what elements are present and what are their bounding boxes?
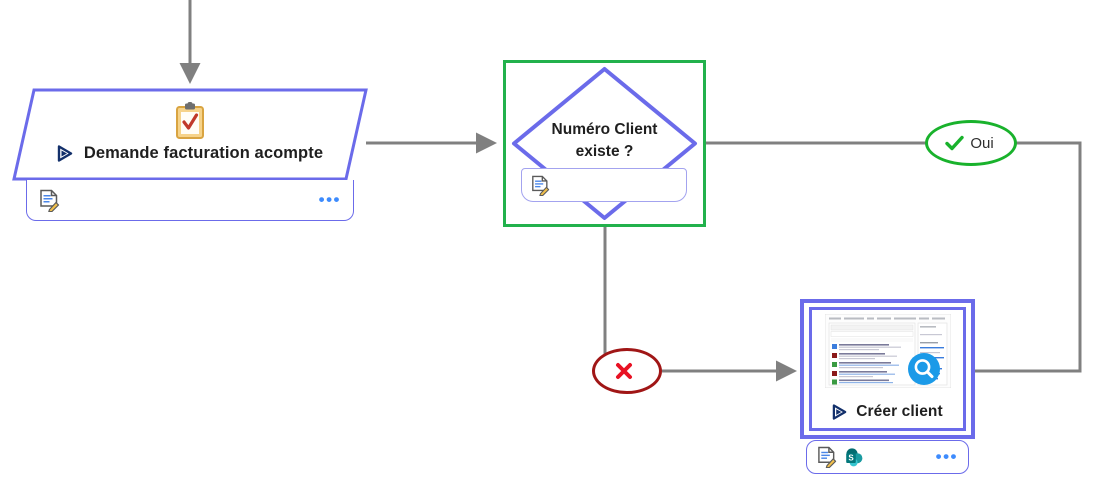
play-triangle-icon xyxy=(57,145,73,162)
node-creer-client-label: Créer client xyxy=(856,403,943,420)
node-creer-client-footer[interactable]: S ••• xyxy=(806,440,969,474)
svg-text:S: S xyxy=(848,454,854,463)
node-demande-label: Demande facturation acompte xyxy=(83,144,324,162)
creer-client-body[interactable]: Créer client xyxy=(809,307,966,431)
node-demande-footer-icons xyxy=(39,189,60,212)
clipboard-check-icon xyxy=(176,102,204,139)
node-numero-client-existe[interactable]: Numéro Client existe ? xyxy=(503,60,706,227)
node-creer-client-footer-icons: S xyxy=(817,446,864,468)
connector-oui-to-merge xyxy=(975,141,1082,373)
node-creer-client[interactable]: Créer client S xyxy=(800,299,975,475)
node-decision-footer-icons xyxy=(531,175,550,196)
node-demande-facturation-acompte[interactable]: Demande facturation acompte ••• xyxy=(12,88,368,222)
screenshot-thumbnail[interactable] xyxy=(824,314,951,388)
decision-label: Numéro Client existe ? xyxy=(503,119,706,163)
node-demande-overflow-menu[interactable]: ••• xyxy=(318,190,341,209)
document-edit-icon[interactable] xyxy=(531,175,550,196)
document-edit-icon[interactable] xyxy=(39,189,60,212)
node-demande-footer[interactable]: ••• xyxy=(26,180,354,221)
check-icon xyxy=(945,135,965,150)
node-decision-footer[interactable] xyxy=(521,168,687,202)
node-creer-client-overflow-menu[interactable]: ••• xyxy=(935,447,958,466)
branch-label-oui-text: Oui xyxy=(970,134,994,152)
play-triangle-icon xyxy=(833,404,847,420)
node-demande-title-row: Demande facturation acompte xyxy=(12,144,368,163)
node-creer-client-title-row: Créer client xyxy=(812,403,963,421)
branch-label-non[interactable] xyxy=(592,348,662,394)
decision-label-line2: existe ? xyxy=(575,143,634,160)
magnifier-icon[interactable] xyxy=(907,352,941,386)
document-edit-icon[interactable] xyxy=(817,446,837,468)
branch-label-oui[interactable]: Oui xyxy=(925,120,1017,166)
cross-icon xyxy=(616,363,632,379)
sharepoint-icon[interactable]: S xyxy=(844,447,864,467)
decision-label-line1: Numéro Client xyxy=(551,121,658,138)
